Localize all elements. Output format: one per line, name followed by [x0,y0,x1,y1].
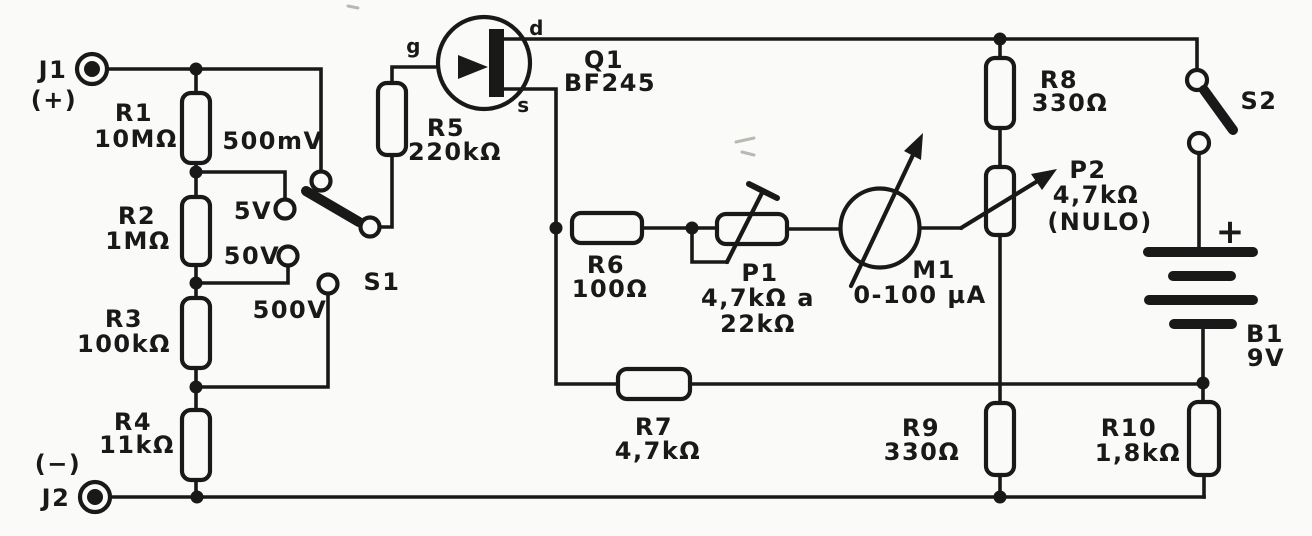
resistor-r9: R9 330Ω [884,400,1017,478]
resistor-r4-value: 11kΩ [99,431,175,459]
meter-m1: M1 0-100 µA [838,133,986,309]
resistor-r1-ref: R1 [115,99,153,127]
jack-j1-ref: J1 [37,56,68,84]
s1-contact-5v [273,197,297,221]
potentiometer-p2: P2 4,7kΩ (NULO) [958,156,1152,238]
resistor-r6-ref: R6 [587,251,625,279]
transistor-q1-ref: Q1 [584,46,624,74]
p2-wiper-arrowhead [1031,169,1057,190]
s2-top-contact [1184,67,1210,93]
battery-b1: + B1 9V [1143,212,1285,385]
range-label-50v: 50V [224,242,280,270]
m1-needle-arrowhead [904,133,923,160]
battery-b1-voltage: 9V [1247,344,1285,372]
s1-contact-50v [276,244,300,268]
resistor-r7-ref: R7 [635,413,673,441]
switch-s2-label: S2 [1241,87,1278,115]
resistor-r3: R3 100kΩ [77,295,213,371]
transistor-q1: g d s Q1 BF245 [390,14,1199,386]
p1-wiper-tbar [746,181,780,201]
jack-j1-polarity: (+) [31,86,78,114]
resistor-r3-value: 100kΩ [77,330,171,358]
potentiometer-p2-value: 4,7kΩ [1053,181,1139,209]
pin-label-gate: g [406,34,422,58]
gate-arrow [458,55,488,79]
resistor-r9-value: 330Ω [884,438,961,466]
junction-dots [189,32,1210,504]
p2-wiper-arm [958,179,1039,231]
resistor-r10-ref: R10 [1101,414,1157,442]
potentiometer-p1-value1: 4,7kΩ a [701,284,815,312]
potentiometer-p1-value2: 22kΩ [720,310,796,338]
pin-label-source: s [517,93,530,117]
resistor-r1-value: 10MΩ [94,125,178,153]
resistor-r3-ref: R3 [105,305,143,333]
s2-bottom-contact [1186,130,1212,156]
s1-pole-contact [358,215,382,239]
battery-plus-sign: + [1216,212,1245,252]
jack-j2-polarity: (−) [35,450,82,478]
resistor-r6-value: 100Ω [572,275,649,303]
potentiometer-p1-ref: P1 [741,259,778,287]
meter-m1-ref: M1 [912,256,956,284]
resistor-r10: R10 1,8kΩ [1095,381,1222,499]
scan-smudge [346,4,360,10]
resistor-r2: R2 1MΩ [105,194,213,268]
resistor-r1: R1 10MΩ [94,90,213,166]
switch-s1: S1 [301,153,401,296]
resistor-r4-ref: R4 [114,408,152,436]
scan-smudge [734,136,756,157]
range-label-5v: 5V [234,197,272,225]
range-label-500v: 500V [253,296,328,324]
resistor-r2-ref: R2 [118,202,156,230]
battery-b1-ref: B1 [1246,320,1284,348]
resistor-r2-value: 1MΩ [105,227,170,255]
resistor-r10-value: 1,8kΩ [1095,439,1181,467]
bridge-leg: R8 330Ω P2 4,7kΩ (NULO) R9 330Ω [884,37,1152,499]
resistor-r7: R7 4,7kΩ [615,366,1205,465]
resistor-r8-value: 330Ω [1032,89,1109,117]
drain-wire [501,37,1199,72]
resistor-r5-ref: R5 [427,114,465,142]
jack-j2-ref: J2 [40,484,71,512]
channel-bar [489,29,504,97]
resistor-r8: R8 330Ω [983,55,1109,131]
m1-needle [848,152,916,289]
resistor-r5-value: 220kΩ [408,138,502,166]
pin-label-drain: d [529,16,545,40]
resistor-r5: R5 220kΩ [375,80,502,166]
switch-s2: S2 [1184,67,1278,249]
s1-contact-500v [316,272,340,296]
range-taps: 500mV 5V 50V 500V [194,127,340,389]
jack-j1: J1 (+) [31,51,110,114]
p1-wiper-arm [724,188,766,265]
source-wire [501,87,620,386]
jack-j2: (−) J2 [35,450,113,515]
potentiometer-p2-ref: P2 [1069,156,1106,184]
range-label-500mv: 500mV [222,127,323,155]
resistor-r4: R4 11kΩ [99,407,213,483]
resistor-r7-value: 4,7kΩ [615,437,701,465]
transistor-q1-part: BF245 [564,69,656,97]
potentiometer-p2-note: (NULO) [1047,208,1152,236]
meter-m1-range: 0-100 µA [853,281,986,309]
switch-s1-label: S1 [364,268,401,296]
resistor-r6: R6 100Ω [569,210,719,303]
potentiometer-p1: P1 4,7kΩ a 22kΩ [690,181,843,338]
resistor-r9-ref: R9 [902,414,940,442]
resistor-r8-ref: R8 [1040,66,1078,94]
s1-contact-500mv [309,169,333,193]
